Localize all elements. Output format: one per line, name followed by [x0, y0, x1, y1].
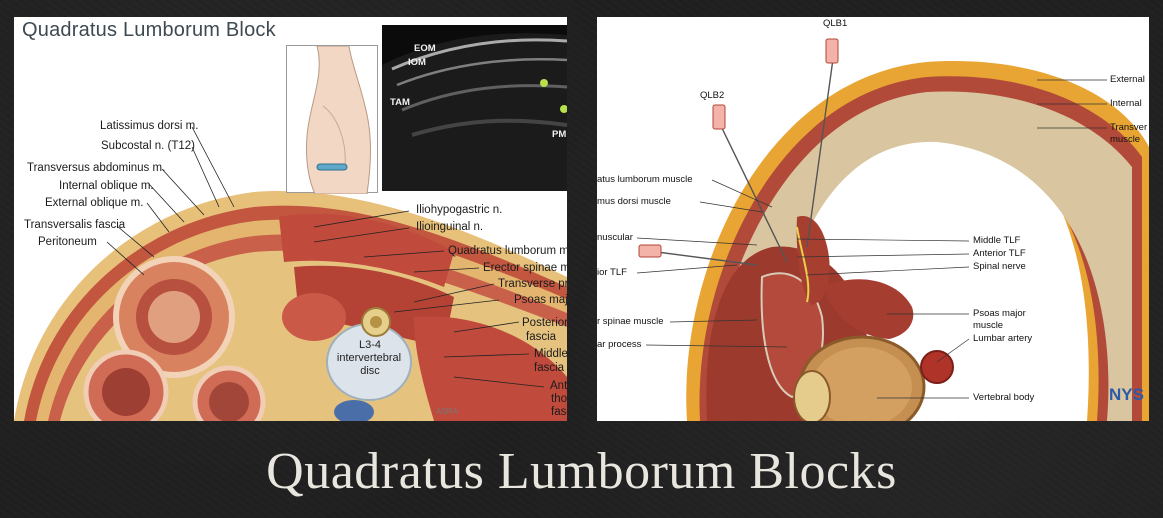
artist-signature: ASRA: [436, 407, 458, 416]
needle-label-qlb1: QLB1: [823, 18, 848, 29]
label-external-oblique: External oblique m.: [45, 197, 144, 209]
slide-title: Quadratus Lumborum Blocks: [266, 443, 897, 500]
label-quadratus-lumborum: Quadratus lumborum m: [448, 245, 567, 257]
label-middle: Middle: [534, 348, 567, 360]
torso-inset-image: [286, 45, 378, 194]
label-anterior-fascia: fasc: [551, 406, 567, 418]
label-disc-line1: L3-4: [358, 339, 382, 351]
label-psoas-major: Psoas majo: [514, 294, 567, 306]
nysora-watermark: NYS: [1109, 385, 1144, 404]
label-external-oblique: External: [1110, 74, 1145, 85]
needle-label-qlb2: QLB2: [700, 90, 725, 101]
label-quadratus-lumborum-muscle: atus lumborum muscle: [597, 174, 693, 185]
label-transmuscular: nuscular: [597, 232, 633, 243]
label-latissimus-dorsi: Latissimus dorsi m.: [100, 120, 199, 132]
label-latissimus-dorsi-muscle: mus dorsi muscle: [597, 196, 671, 207]
label-subcostal-nerve: Subcostal n. (T12): [101, 140, 195, 152]
label-disc-line3: disc: [360, 365, 380, 377]
label-disc-line2: intervertebral: [336, 352, 402, 364]
us-label-pm: PM: [552, 129, 567, 140]
torso-illustration: [306, 46, 371, 194]
label-anterior: Ant: [550, 380, 567, 392]
left-figure-title: Quadratus Lumborum Block: [22, 19, 276, 41]
right-anatomy-figure: QLB1 QLB2 atus lumborum muscle mus dorsi…: [597, 17, 1149, 421]
label-middle-tlf: Middle TLF: [973, 235, 1021, 246]
label-thoracolumbar: tho: [551, 393, 567, 405]
label-anterior-tlf: Anterior TLF: [973, 248, 1026, 259]
label-internal-oblique: Internal: [1110, 98, 1142, 109]
label-internal-oblique: Internal oblique m.: [59, 180, 154, 192]
label-transversus-muscle: muscle: [1110, 134, 1141, 145]
right-cross-section-illustration: [636, 38, 1149, 421]
label-posterior-fascia: fascia: [526, 331, 557, 343]
us-label-iom: IOM: [408, 57, 426, 68]
label-iliohypogastric-nerve: Iliohypogastric n.: [416, 204, 503, 216]
label-posterior-tlf: ior TLF: [597, 267, 627, 278]
label-transverse-process: Transverse pr: [498, 278, 567, 290]
ultrasound-inset-image: EOM IOM TAM PM: [382, 25, 567, 191]
label-psoas-major-muscle: muscle: [973, 320, 1004, 331]
label-transversus-abdominus: Transversus abdominus m.: [27, 162, 166, 174]
label-ilioinguinal-nerve: Ilioinguinal n.: [416, 221, 484, 233]
label-transversalis-fascia: Transversalis fascia: [24, 219, 126, 231]
label-erector-spinae-muscle: r spinae muscle: [597, 316, 664, 327]
ultrasound-illustration: [382, 33, 567, 191]
label-vertebral-body: Vertebral body: [973, 392, 1035, 403]
label-psoas-major: Psoas major: [973, 308, 1026, 319]
label-spinal-nerve: Spinal nerve: [973, 261, 1026, 272]
left-anatomy-figure: Quadratus Lumborum Block EOM IOM TAM PM …: [14, 17, 567, 421]
us-label-eom: EOM: [414, 43, 436, 54]
us-label-tam: TAM: [390, 97, 410, 108]
left-cross-section-illustration: [14, 126, 567, 421]
label-lumbar-artery: Lumbar artery: [973, 333, 1033, 344]
label-posterior: Posterior: [522, 317, 567, 329]
label-transverse-process: ar process: [597, 339, 642, 350]
label-erector-spinae: Erector spinae m: [483, 262, 567, 274]
label-middle-fascia: fascia: [534, 362, 565, 374]
label-transversus: Transver: [1110, 122, 1148, 133]
label-peritoneum: Peritoneum: [38, 236, 97, 248]
